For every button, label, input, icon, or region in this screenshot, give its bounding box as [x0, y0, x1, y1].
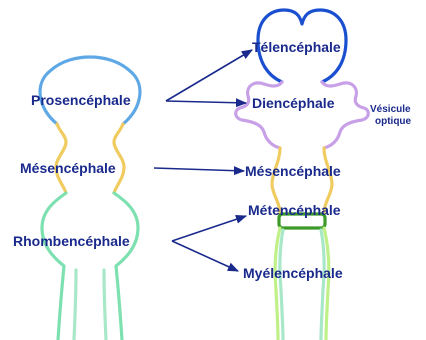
arrow-to-myelencephale: [172, 241, 238, 271]
label-diencephale: Diencéphale: [252, 95, 335, 111]
label-vesicule: Vésicule: [370, 104, 411, 115]
label-myelencephale: Myélencéphale: [243, 265, 343, 281]
label-optique: optique: [375, 116, 412, 127]
spinal-cord-inner: [74, 270, 106, 340]
prosencephale-vesicle: [40, 57, 140, 124]
mesencephale-vesicle-right: [114, 124, 124, 193]
label-prosencephale: Prosencéphale: [31, 92, 131, 108]
label-metencephale: Métencéphale: [248, 202, 341, 218]
label-mesencephale-left: Mésencéphale: [20, 160, 116, 176]
label-rhombencephale: Rhombencéphale: [13, 233, 130, 249]
arrow-to-diencephale: [166, 101, 246, 103]
label-mesencephale-right: Mésencéphale: [245, 163, 341, 179]
diencephale-vesicle: [236, 82, 369, 148]
label-telencephale: Télencéphale: [252, 39, 341, 55]
arrow-to-metencephale: [172, 216, 246, 241]
mesencephale-vesicle-left: [56, 124, 66, 193]
arrow-to-mesencephale: [154, 168, 244, 171]
arrow-to-telencephale: [166, 50, 252, 101]
myelencephale-vesicle-outline: [280, 230, 324, 340]
rhombencephale-vesicle: [42, 193, 138, 340]
